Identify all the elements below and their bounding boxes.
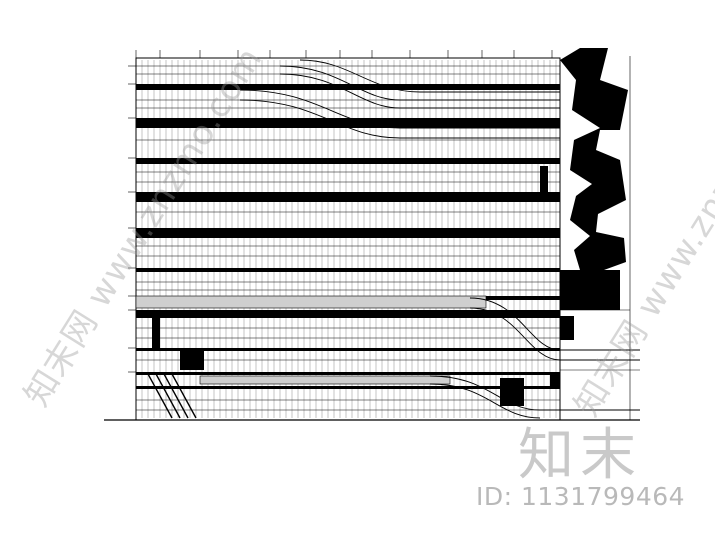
curved-ribbons [239, 59, 560, 139]
level-markers [128, 65, 136, 373]
walkway-bands [135, 295, 487, 385]
right-dark-mass [560, 48, 628, 340]
right-outline [560, 56, 640, 420]
vertical-mullions [141, 60, 557, 418]
facade-details [152, 166, 560, 406]
curved-ramps [429, 297, 640, 419]
grid-axis-ticks [135, 50, 553, 58]
facade-outline [135, 57, 561, 421]
watermark-logo: 知末 [518, 423, 642, 488]
watermark-id: ID: 1131799464 [476, 482, 686, 511]
entrance-ramp [147, 373, 197, 419]
